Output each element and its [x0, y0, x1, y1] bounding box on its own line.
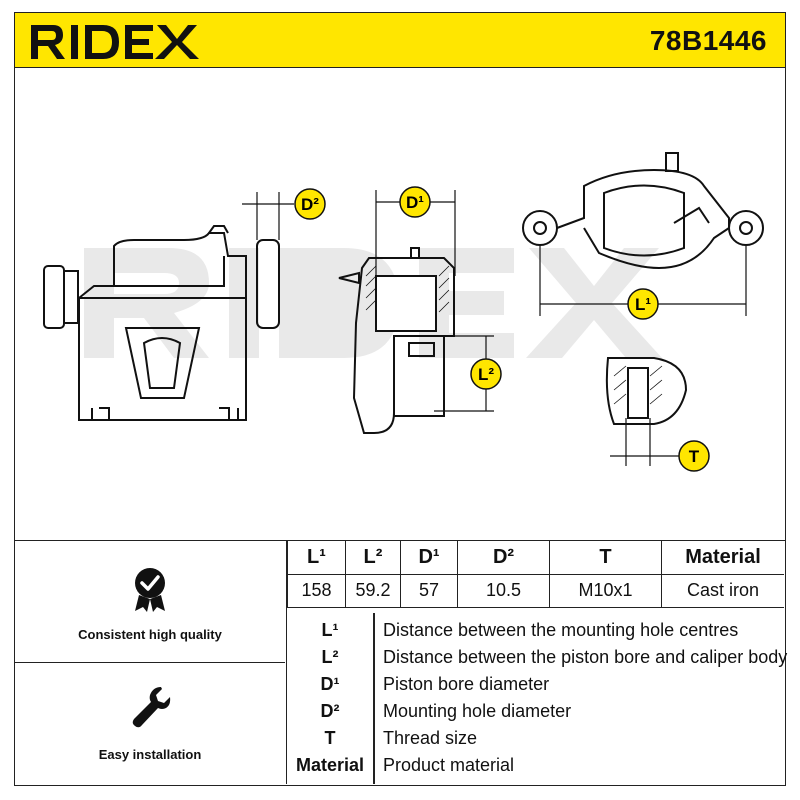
header-bar: 78B1446 — [14, 12, 786, 68]
specs-value-l2: 59.2 — [345, 573, 401, 608]
specs-value-d1: 57 — [400, 573, 458, 608]
feature-quality-label: Consistent high quality — [78, 627, 222, 642]
specs-header-l2: L² — [345, 541, 401, 575]
legend-panel: L¹ Distance between the mounting hole ce… — [287, 613, 788, 784]
specs-value-l1: 158 — [287, 573, 346, 608]
info-panel: Consistent high quality Easy installatio… — [14, 540, 788, 786]
specs-table: L¹ L² D¹ D² T Material 158 59.2 57 10.5 … — [287, 541, 784, 608]
feature-quality: Consistent high quality — [15, 541, 285, 663]
features-panel: Consistent high quality Easy installatio… — [15, 541, 287, 784]
feature-installation: Easy installation — [15, 663, 285, 784]
drawing-frame — [14, 68, 786, 540]
section-hatching — [365, 265, 450, 313]
checkmark-seal-icon — [135, 568, 165, 612]
legend-code: D² — [320, 701, 340, 721]
specs-header-row: L¹ L² D¹ D² T Material — [287, 541, 784, 575]
badge-l2 — [470, 358, 502, 390]
specs-value-d2: 10.5 — [457, 573, 550, 608]
legend-code: L² — [321, 647, 339, 667]
badge-t — [678, 440, 710, 472]
caliper-side-view — [43, 225, 280, 421]
legend-row-t: T Thread size — [287, 725, 784, 751]
legend-desc: Distance between the piston bore and cal… — [383, 647, 788, 667]
specs-header-t: T — [549, 541, 662, 575]
badge-l1 — [627, 288, 659, 320]
legend-code: T — [324, 728, 336, 748]
badge-l1-label: L¹ — [635, 295, 651, 314]
legend-desc: Distance between the mounting hole centr… — [383, 620, 739, 640]
badge-d1 — [399, 186, 431, 218]
caliper-section-view — [338, 247, 455, 434]
thread-detail-view — [605, 357, 688, 425]
legend-row-material: Material Product material — [287, 752, 784, 778]
specs-header-d1: D¹ — [400, 541, 458, 575]
legend-divider — [373, 613, 375, 784]
badge-l2-label: L² — [478, 365, 494, 384]
specs-header-d2: D² — [457, 541, 550, 575]
legend-row-l2: L² Distance between the piston bore and … — [287, 644, 788, 670]
legend-code: Material — [295, 755, 365, 775]
legend-desc: Product material — [383, 755, 515, 775]
legend-row-d1: D¹ Piston bore diameter — [287, 671, 784, 697]
legend-desc: Thread size — [383, 728, 478, 748]
legend-row-d2: D² Mounting hole diameter — [287, 698, 784, 724]
legend-row-l1: L¹ Distance between the mounting hole ce… — [287, 617, 784, 643]
specs-header-material: Material — [661, 541, 784, 575]
thread-hatching — [613, 365, 663, 405]
legend-desc: Mounting hole diameter — [383, 701, 572, 721]
legend-desc: Piston bore diameter — [383, 674, 550, 694]
badge-t-label: T — [689, 447, 700, 466]
badge-d2 — [294, 188, 326, 220]
ridex-logo — [31, 25, 199, 59]
feature-installation-label: Easy installation — [98, 747, 202, 762]
caliper-top-view — [522, 152, 764, 270]
badge-d1-label: D¹ — [406, 193, 424, 212]
technical-drawing: D² D¹ L² — [43, 152, 764, 472]
specs-value-material: Cast iron — [661, 573, 784, 608]
part-number: 78B1446 — [649, 25, 767, 56]
specs-value-t: M10x1 — [549, 573, 662, 608]
specs-value-row: 158 59.2 57 10.5 M10x1 Cast iron — [287, 573, 784, 608]
legend-code: D¹ — [320, 674, 340, 694]
legend-code: L¹ — [321, 620, 339, 640]
t-dimension — [610, 418, 680, 466]
badge-d2-label: D² — [301, 195, 319, 214]
specs-header-l1: L¹ — [287, 541, 346, 575]
d2-dimension — [242, 192, 294, 240]
ridex-watermark — [84, 248, 662, 358]
wrench-icon — [132, 687, 171, 728]
